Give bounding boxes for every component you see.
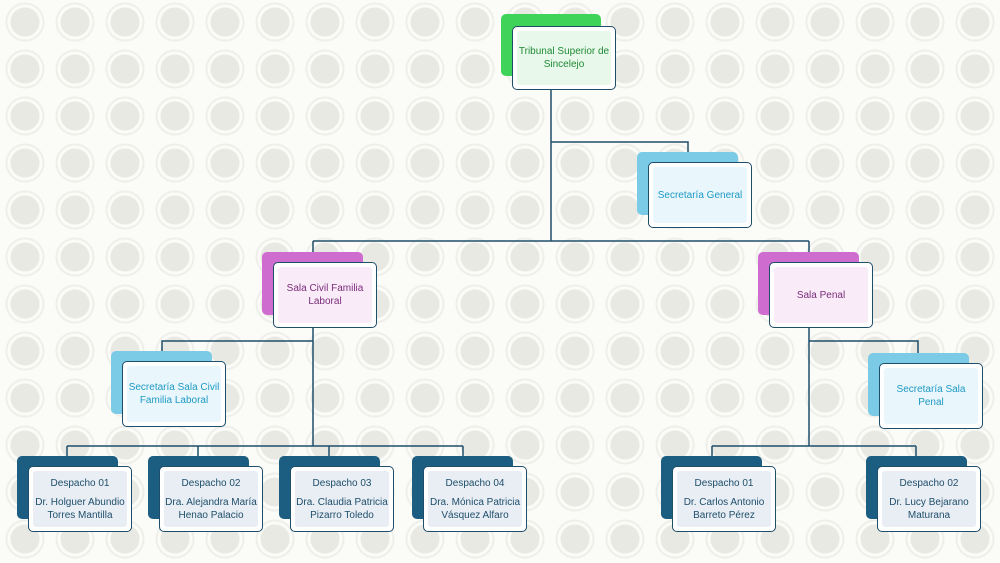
node-box: Sala Civil Familia Laboral: [273, 262, 377, 328]
despacho-person: Dr. Lucy Bejarano Maturana: [889, 496, 969, 521]
node-label: Secretaría Sala Civil Familia Laboral: [127, 366, 221, 422]
node-label: Despacho 02 Dra. Alejandra María Henao P…: [164, 471, 258, 527]
node-penal-despacho-02[interactable]: Despacho 02 Dr. Lucy Bejarano Maturana: [866, 456, 981, 532]
node-label: Sala Penal: [774, 267, 868, 323]
node-label: Despacho 01 Dr. Holguer Abundio Torres M…: [33, 471, 127, 527]
despacho-title: Despacho 04: [445, 477, 505, 489]
node-box: Secretaría General: [648, 162, 752, 228]
node-sala-civil-familia-laboral[interactable]: Sala Civil Familia Laboral: [262, 252, 377, 328]
node-label: Sala Civil Familia Laboral: [278, 267, 372, 323]
node-secretaria-sala-civil[interactable]: Secretaría Sala Civil Familia Laboral: [111, 351, 226, 427]
node-label: Secretaría General: [653, 167, 747, 223]
node-tribunal-superior[interactable]: Tribunal Superior de Sincelejo: [501, 14, 616, 90]
node-box: Despacho 01 Dr. Carlos Antonio Barreto P…: [672, 466, 776, 532]
node-box: Despacho 01 Dr. Holguer Abundio Torres M…: [28, 466, 132, 532]
despacho-person: Dr. Carlos Antonio Barreto Pérez: [683, 496, 765, 521]
node-civil-despacho-03[interactable]: Despacho 03 Dra. Claudia Patricia Pizarr…: [279, 456, 394, 532]
node-penal-despacho-01[interactable]: Despacho 01 Dr. Carlos Antonio Barreto P…: [661, 456, 776, 532]
despacho-title: Despacho 02: [899, 477, 959, 489]
node-civil-despacho-02[interactable]: Despacho 02 Dra. Alejandra María Henao P…: [148, 456, 263, 532]
node-box: Secretaría Sala Civil Familia Laboral: [122, 361, 226, 427]
node-civil-despacho-04[interactable]: Despacho 04 Dra. Mónica Patricia Vásquez…: [412, 456, 527, 532]
node-civil-despacho-01[interactable]: Despacho 01 Dr. Holguer Abundio Torres M…: [17, 456, 132, 532]
node-box: Despacho 02 Dr. Lucy Bejarano Maturana: [877, 466, 981, 532]
despacho-person: Dr. Holguer Abundio Torres Mantilla: [35, 496, 125, 521]
node-label: Tribunal Superior de Sincelejo: [517, 31, 611, 85]
node-box: Despacho 02 Dra. Alejandra María Henao P…: [159, 466, 263, 532]
despacho-title: Despacho 01: [50, 477, 110, 489]
node-box: Despacho 03 Dra. Claudia Patricia Pizarr…: [290, 466, 394, 532]
node-box: Tribunal Superior de Sincelejo: [512, 26, 616, 90]
node-label: Despacho 01 Dr. Carlos Antonio Barreto P…: [677, 471, 771, 527]
node-label: Despacho 02 Dr. Lucy Bejarano Maturana: [882, 471, 976, 527]
despacho-person: Dra. Alejandra María Henao Palacio: [165, 496, 257, 521]
node-box: Sala Penal: [769, 262, 873, 328]
node-label: Despacho 04 Dra. Mónica Patricia Vásquez…: [428, 471, 522, 527]
despacho-title: Despacho 03: [312, 477, 372, 489]
despacho-title: Despacho 01: [694, 477, 754, 489]
despacho-person: Dra. Mónica Patricia Vásquez Alfaro: [429, 496, 521, 521]
node-sala-penal[interactable]: Sala Penal: [758, 252, 873, 328]
node-box: Secretaría Sala Penal: [879, 363, 983, 429]
node-label: Secretaría Sala Penal: [884, 368, 978, 424]
node-label: Despacho 03 Dra. Claudia Patricia Pizarr…: [295, 471, 389, 527]
despacho-person: Dra. Claudia Patricia Pizarro Toledo: [296, 496, 388, 521]
node-secretaria-sala-penal[interactable]: Secretaría Sala Penal: [868, 353, 983, 429]
node-secretaria-general[interactable]: Secretaría General: [637, 152, 752, 228]
node-box: Despacho 04 Dra. Mónica Patricia Vásquez…: [423, 466, 527, 532]
despacho-title: Despacho 02: [181, 477, 241, 489]
